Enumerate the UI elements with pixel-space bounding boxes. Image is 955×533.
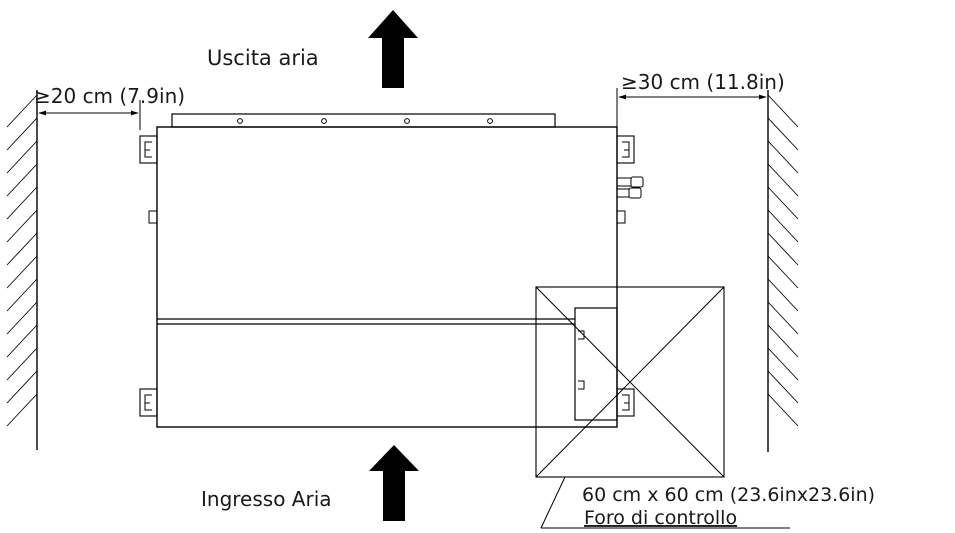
wall-hatch-line: [767, 324, 799, 358]
outlet-flange: [171, 113, 556, 128]
indoor-unit-body: [156, 126, 618, 428]
hanging-bracket-top-left: [139, 135, 158, 164]
wall-hatch-line: [6, 347, 38, 381]
wall-hatch-line: [767, 140, 799, 174]
hanging-bracket-bottom-left: [139, 388, 158, 417]
wall-hatch-line: [6, 324, 38, 358]
wall-hatch-line: [6, 278, 38, 312]
side-stud-right: [616, 210, 626, 224]
wall-hatch-line: [767, 393, 799, 427]
wall-hatch-line: [6, 209, 38, 243]
air-outlet-arrow-icon: [368, 10, 418, 88]
wall-hatch-line: [767, 186, 799, 220]
hatch-name-label: Foro di controllo: [584, 507, 737, 529]
wall-hatch-line: [6, 255, 38, 289]
air-outlet-label: Uscita aria: [207, 46, 319, 70]
wall-hatch-line: [767, 255, 799, 289]
wall-hatch-line: [767, 347, 799, 381]
wall-hatch-line: [767, 278, 799, 312]
wall-hatch-line: [767, 163, 799, 197]
wall-hatch-line: [6, 393, 38, 427]
side-stud-left: [148, 210, 158, 224]
hatch-size-label: 60 cm x 60 cm (23.6inx23.6in): [582, 484, 875, 506]
right-clearance-dimension: [616, 88, 767, 127]
wall-hatch-line: [6, 117, 38, 151]
air-inlet-arrow-icon: [369, 445, 419, 521]
pipe-connections: [616, 176, 644, 199]
wall-hatch-line: [767, 94, 799, 128]
hanging-bracket-top-right: [616, 135, 635, 164]
wall-hatch-line: [6, 232, 38, 266]
left-wall: [6, 90, 38, 450]
control-box: [574, 307, 618, 421]
left-clearance-label: ≥20 cm (7.9in): [34, 84, 185, 108]
wall-hatch-line: [6, 186, 38, 220]
wall-hatch-line: [767, 232, 799, 266]
wall-hatch-line: [767, 117, 799, 151]
wall-hatch-line: [6, 370, 38, 404]
inspection-hatch: [535, 286, 725, 478]
left-clearance-dimension: [38, 100, 141, 130]
hatch-leader-line: [540, 476, 790, 529]
wall-hatch-line: [6, 163, 38, 197]
wall-hatch-line: [767, 209, 799, 243]
wall-hatch-line: [767, 370, 799, 404]
wall-hatch-line: [767, 301, 799, 335]
right-clearance-label: ≥30 cm (11.8in): [621, 70, 785, 94]
right-wall: [767, 90, 799, 452]
air-inlet-label: Ingresso Aria: [201, 487, 332, 511]
wall-hatch-line: [6, 94, 38, 128]
wall-hatch-line: [6, 301, 38, 335]
wall-hatch-line: [6, 140, 38, 174]
